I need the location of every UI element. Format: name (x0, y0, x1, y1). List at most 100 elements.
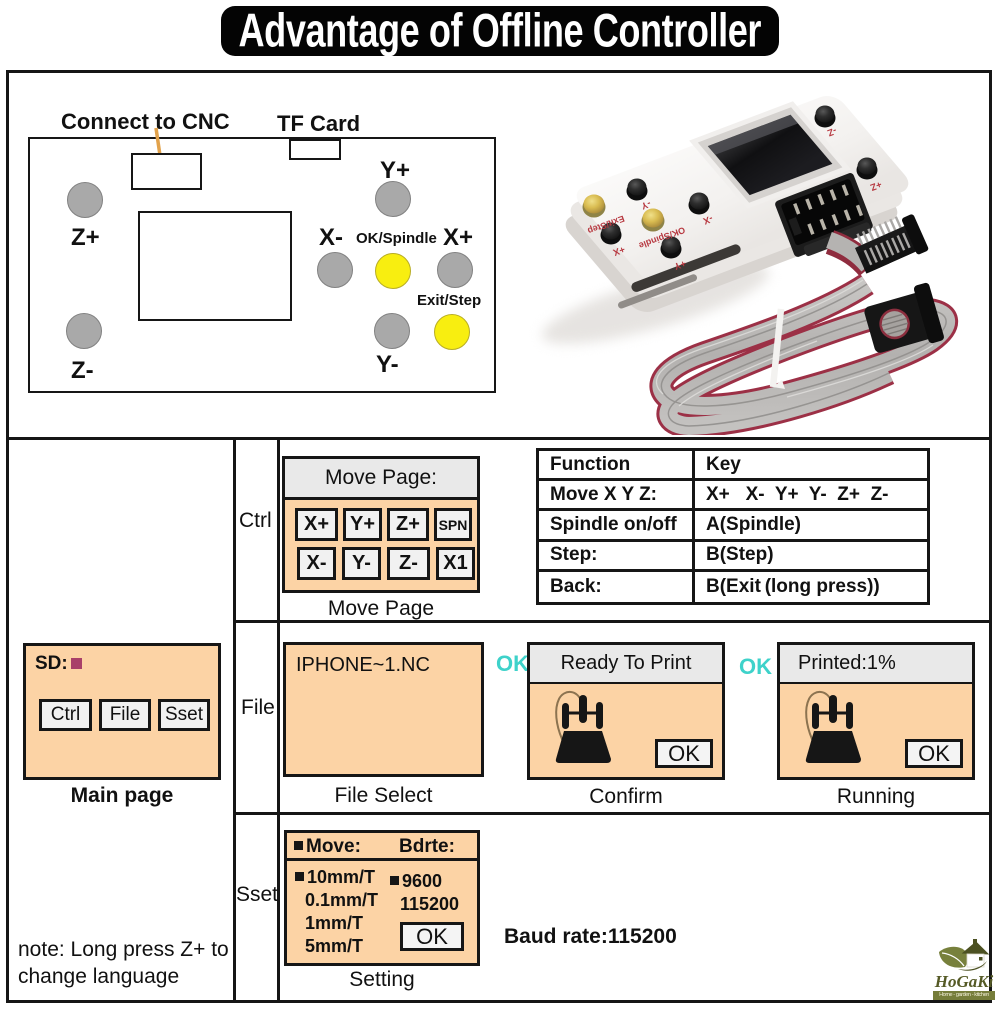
move-btn-zminus[interactable]: Z- (387, 547, 430, 580)
main-page-buttons: Ctrl File Sset (39, 699, 210, 731)
setting-bauds: 9600 115200 (390, 870, 459, 916)
option-10mm[interactable]: 10mm/T (295, 866, 378, 889)
y-minus-label: Y- (376, 351, 399, 378)
move-btn-row2: X- Y- Z- X1 (297, 547, 475, 580)
btn-ok-spindle2 (641, 208, 665, 232)
fk-cell: Move X Y Z: (539, 481, 695, 509)
divider-h2 (233, 812, 989, 815)
x-plus-label: X+ (443, 224, 474, 251)
cable-housing (864, 282, 944, 353)
sd-label: SD: (35, 653, 68, 674)
function-key-table: Function Key Move X Y Z: X+ X- Y+ Y- Z+ … (536, 448, 930, 605)
ok-spindle-label: OK/Spindle (356, 230, 437, 247)
sd-indicator (71, 658, 82, 669)
confirm-ok-button[interactable]: OK (655, 739, 713, 768)
label-y-plus: +Y (672, 257, 688, 272)
move-btn-x1[interactable]: X1 (436, 547, 475, 580)
x-plus-button[interactable] (437, 252, 473, 288)
divider-top (9, 437, 989, 440)
x-minus-label: X- (319, 224, 343, 251)
page-title: Advantage of Offline Controller (238, 4, 762, 57)
fk-cell: X+ X- Y+ Y- Z+ Z- (706, 483, 889, 505)
main-btn-sset[interactable]: Sset (158, 699, 210, 731)
ok-spindle-button[interactable] (375, 253, 411, 289)
move-btn-spn[interactable]: SPN (434, 508, 472, 541)
label-z-minus: -Z (826, 125, 838, 138)
option-1mm[interactable]: 1mm/T (305, 913, 364, 933)
table-row: Spindle on/off A(Spindle) (539, 511, 927, 542)
option-5mm[interactable]: 5mm/T (305, 936, 364, 956)
divider-v2 (277, 437, 280, 1000)
confirm-screen: Ready To Print OK (527, 642, 725, 780)
selector-square (295, 872, 304, 881)
z-minus-button[interactable] (66, 313, 102, 349)
device-buttons (582, 105, 878, 259)
setting-ok-button[interactable]: OK (400, 922, 464, 951)
main-btn-ctrl[interactable]: Ctrl (39, 699, 92, 731)
ok-arrow-1: OK (496, 651, 529, 676)
running-screen: Printed:1% OK (777, 642, 975, 780)
exit-step-button[interactable] (434, 314, 470, 350)
setting-title-move: Move: (294, 836, 361, 858)
move-btn-yplus[interactable]: Y+ (343, 508, 382, 541)
table-row: Function Key (539, 451, 927, 482)
logo-name: HoGaKi (934, 972, 994, 991)
exit-step-label: Exit/Step (417, 292, 482, 309)
move-btn-xminus[interactable]: X- (297, 547, 336, 580)
note-text: note: Long press Z+ to change language (18, 936, 229, 990)
fk-cell: Spindle on/off (539, 511, 695, 539)
ribbon-cable (649, 230, 958, 435)
running-ok-button[interactable]: OK (905, 739, 963, 768)
file-select-screen: IPHONE~1.NC (283, 642, 484, 777)
setting-screen: Move: Bdrte: 10mm/T 0.1mm/T 1mm/T 5mm/T … (284, 830, 480, 966)
running-titlebar: Printed:1% (780, 645, 972, 684)
setting-options: 10mm/T 0.1mm/T 1mm/T 5mm/T (295, 866, 378, 958)
row-label-file: File (241, 696, 275, 719)
divider-v1 (233, 437, 236, 1000)
tf-card-label: TF Card (277, 111, 361, 136)
table-row: Step: B(Step) (539, 541, 927, 572)
y-minus-button[interactable] (374, 313, 410, 349)
confirm-title: Ready To Print (560, 652, 692, 674)
move-btn-zplus[interactable]: Z+ (387, 508, 429, 541)
product-photo: -Z +Z -Y -X +X +Y Exit/Step OK/Spindle (541, 96, 958, 435)
move-btn-yminus[interactable]: Y- (342, 547, 381, 580)
brand-logo: HoGaKi Home - garden - kitchen (933, 939, 995, 1000)
move-page-titlebar: Move Page: (285, 459, 477, 500)
cnc-connector-rect (131, 153, 202, 190)
fk-cell: Back: (539, 571, 695, 602)
printer-icon (805, 691, 861, 763)
move-page-caption: Move Page (327, 597, 435, 620)
printer-icon (555, 691, 611, 763)
main-btn-file[interactable]: File (99, 699, 151, 731)
file-name: IPHONE~1.NC (296, 654, 430, 676)
main-page-screen: SD: Ctrl File Sset (23, 643, 221, 780)
z-plus-button[interactable] (67, 182, 103, 218)
fk-cell: Step: (539, 541, 695, 569)
fk-cell: Function (539, 451, 695, 479)
setting-titlebar: Move: Bdrte: (287, 833, 477, 861)
btn-exit-step2 (582, 194, 606, 218)
note-line2: change language (18, 965, 180, 988)
device-lcd (689, 101, 852, 209)
file-select-caption: File Select (334, 784, 433, 807)
move-btn-xplus[interactable]: X+ (295, 508, 338, 541)
x-minus-button[interactable] (317, 252, 353, 288)
title-banner: Advantage of Offline Controller (221, 4, 779, 57)
fk-cell: A(Spindle) (706, 513, 801, 535)
confirm-titlebar: Ready To Print (530, 645, 722, 684)
baud-115200[interactable]: 115200 (400, 894, 460, 914)
cable-clamp-connector (855, 214, 929, 274)
running-caption: Running (836, 785, 916, 808)
tf-card-slot-rect (289, 139, 341, 160)
y-plus-button[interactable] (375, 181, 411, 217)
table-row: Move X Y Z: X+ X- Y+ Y- Z+ Z- (539, 481, 927, 512)
table-row: Back: B(Exit (long press)) (539, 571, 927, 602)
btn-y-minus2 (626, 178, 648, 201)
note-line1: note: Long press Z+ to (18, 938, 229, 961)
row-label-ctrl: Ctrl (239, 509, 272, 532)
btn-x-plus2 (600, 222, 622, 245)
option-01mm[interactable]: 0.1mm/T (305, 890, 379, 910)
fk-cell: B(Exit (long press)) (706, 575, 880, 597)
baud-9600[interactable]: 9600 (390, 870, 459, 893)
